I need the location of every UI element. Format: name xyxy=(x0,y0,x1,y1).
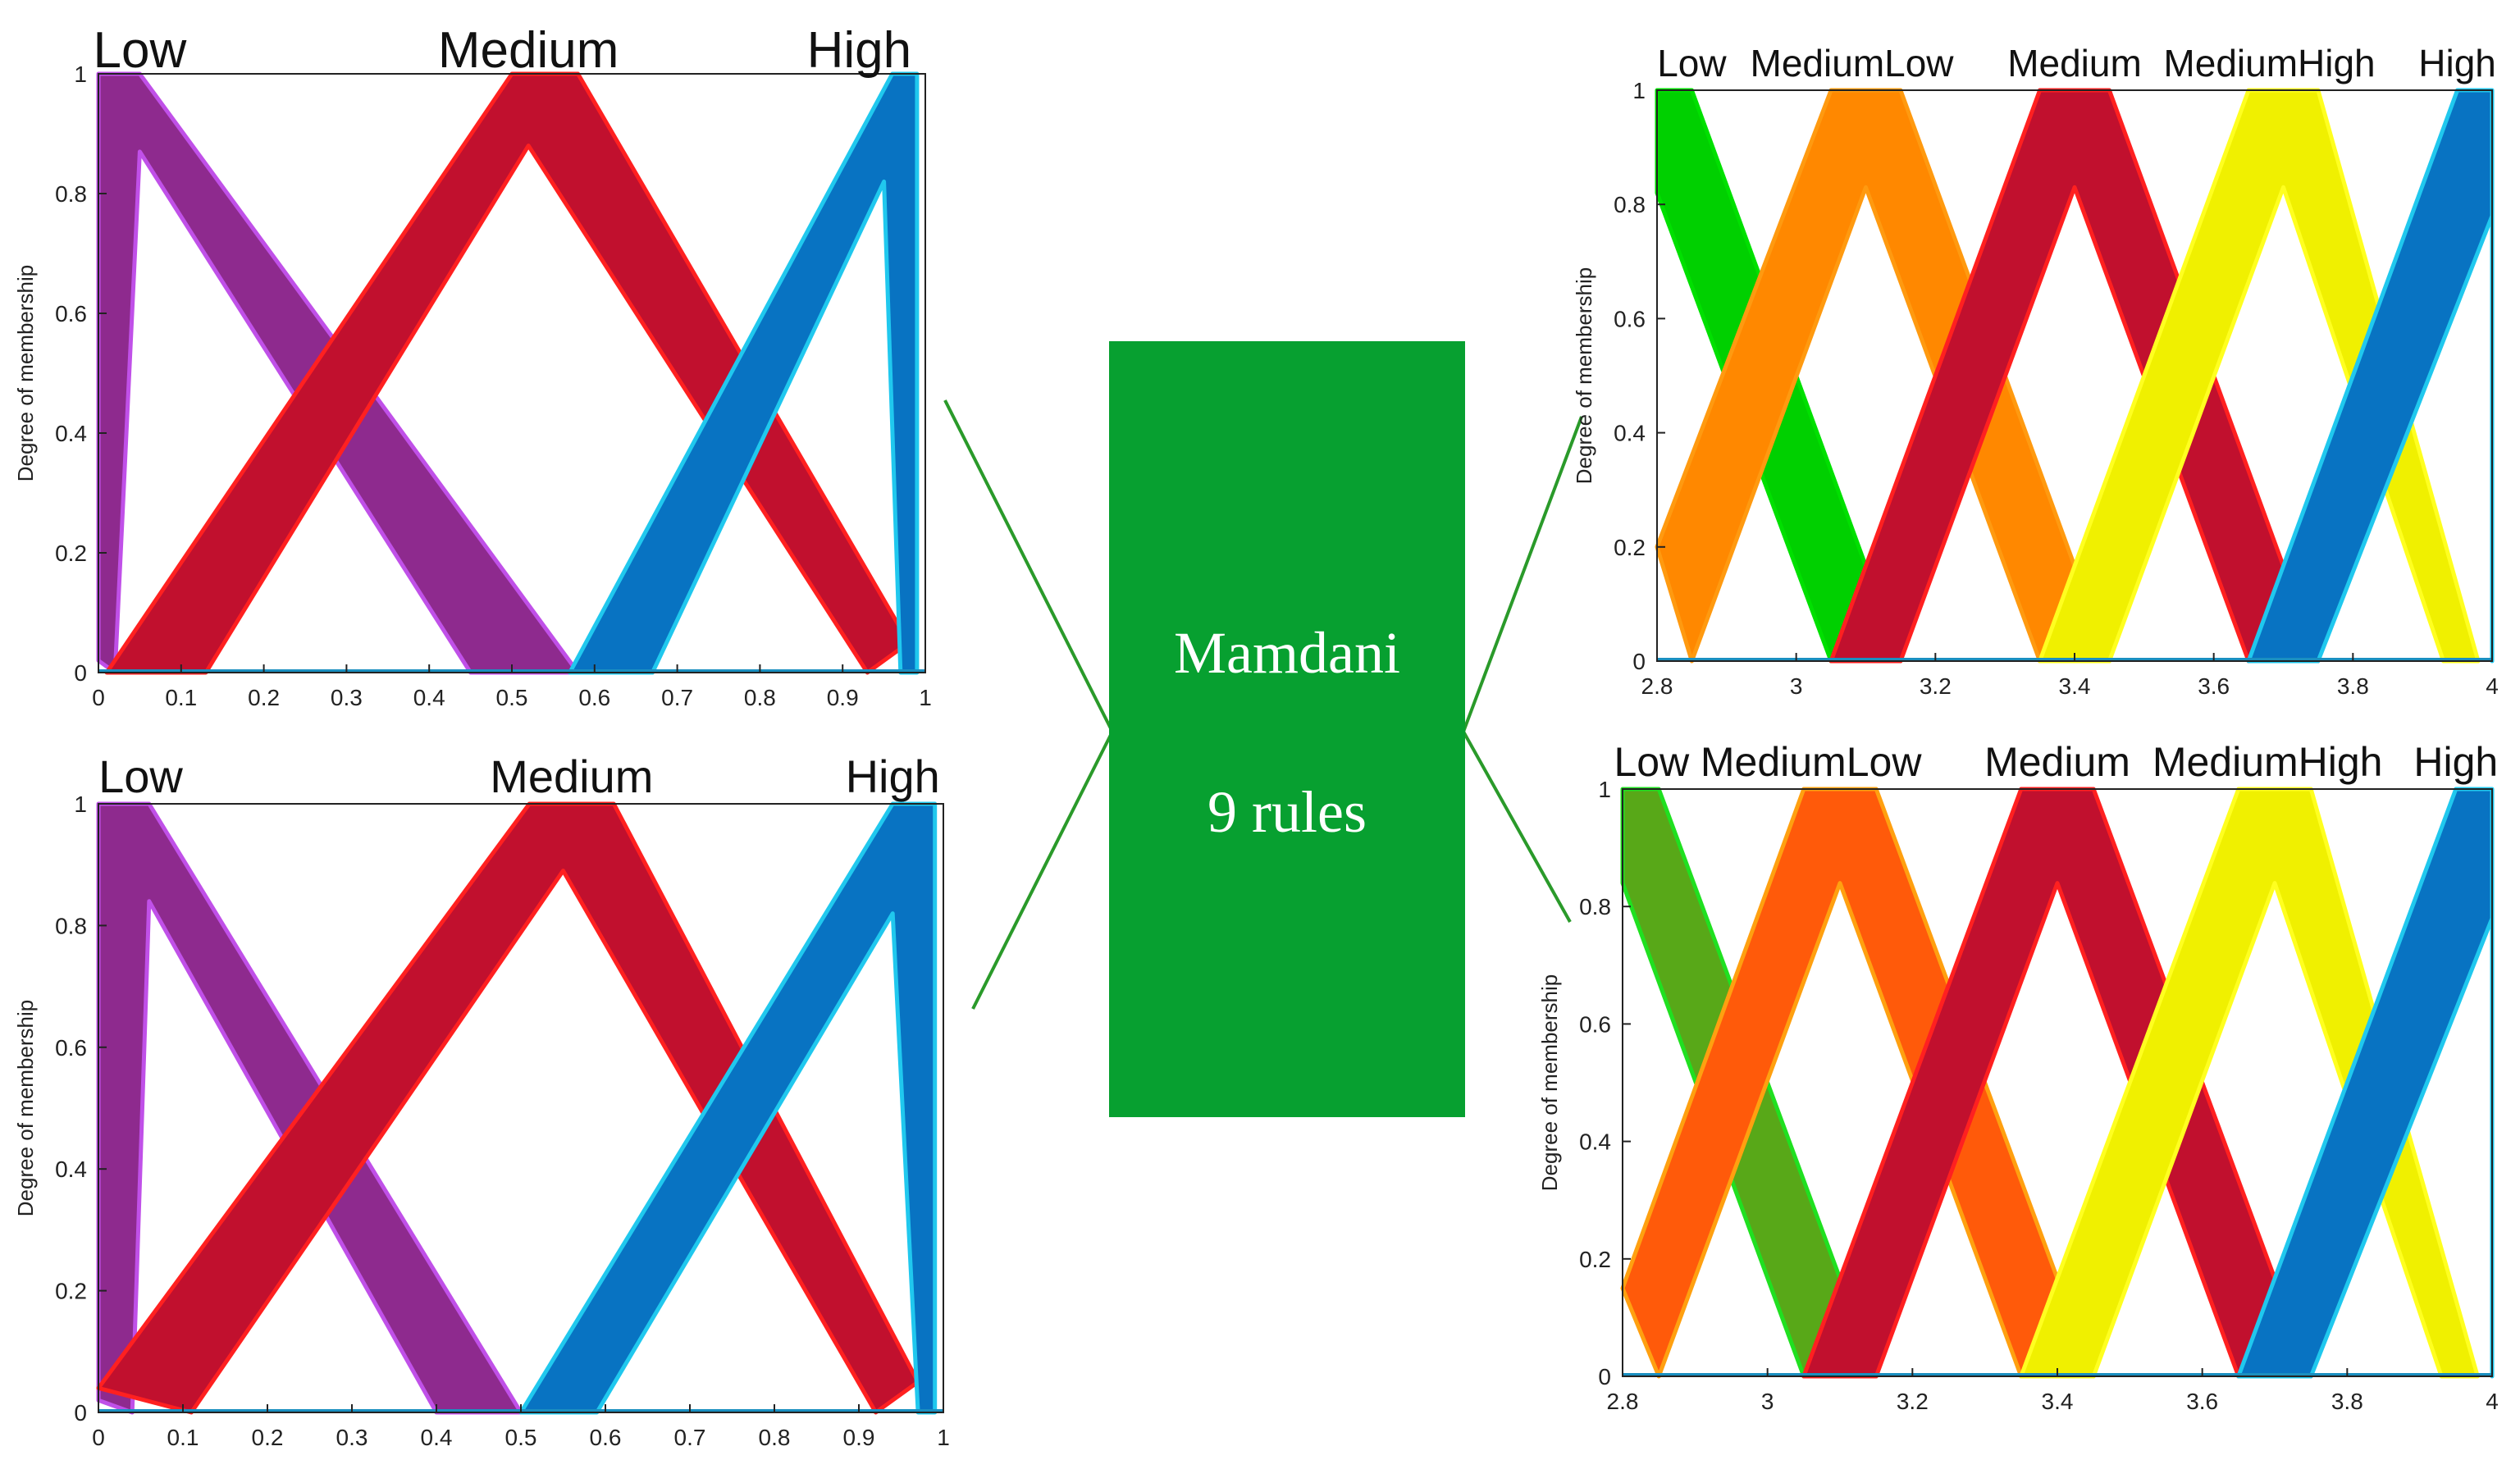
y-tick-label: 1 xyxy=(74,792,87,817)
y-tick-label: 0.6 xyxy=(1579,1011,1611,1037)
x-tick-label: 0.5 xyxy=(496,685,528,710)
series-label-mediumhigh: MediumHigh xyxy=(2163,42,2375,84)
x-tick-label: 0.2 xyxy=(252,1425,284,1450)
x-tick-label: 3.2 xyxy=(1920,673,1952,699)
x-tick-label: 3 xyxy=(1790,673,1803,699)
x-tick-label: 0.1 xyxy=(167,1425,199,1450)
y-tick-label: 0.8 xyxy=(55,181,87,207)
y-tick-label: 0.2 xyxy=(55,541,87,566)
x-tick-label: 0.4 xyxy=(421,1425,453,1450)
chart-top-left: 0 0.1 0.2 0.3 0.4 0.5 0.6 0.7 0.8 0.9 1 0 0.2 0.4 0.6 0… xyxy=(13,22,932,710)
connector-line xyxy=(1462,731,1572,923)
y-tick-label: 0.6 xyxy=(1614,306,1646,331)
series-label-mediumlow: MediumLow xyxy=(1701,739,1922,785)
series-label-medium: Medium xyxy=(490,751,653,802)
connector-line xyxy=(943,399,1114,732)
series-label-medium: Medium xyxy=(1984,739,2130,785)
y-tick-label: 1 xyxy=(1632,78,1646,103)
x-tick-label: 0 xyxy=(92,685,105,710)
y-axis-label: Degree of membership xyxy=(1537,974,1562,1191)
y-tick-label: 0.4 xyxy=(55,1157,87,1182)
mamdani-box xyxy=(1109,341,1465,1117)
y-tick-label: 0.6 xyxy=(55,1035,87,1061)
x-tick-label: 1 xyxy=(919,685,932,710)
y-tick-label: 0.2 xyxy=(1579,1247,1611,1272)
x-tick-label: 0.4 xyxy=(413,685,445,710)
y-tick-label: 0.4 xyxy=(55,421,87,446)
series-label-mediumhigh: MediumHigh xyxy=(2152,739,2383,785)
y-tick-label: 1 xyxy=(1598,777,1611,802)
y-tick-label: 0 xyxy=(74,660,87,686)
y-tick-label: 0 xyxy=(74,1400,87,1426)
y-tick-label: 0.6 xyxy=(55,301,87,326)
x-tick-label: 4 xyxy=(2486,673,2499,699)
x-tick-label: 3.4 xyxy=(2059,673,2091,699)
x-tick-label: 3 xyxy=(1761,1389,1774,1414)
x-tick-label: 3.6 xyxy=(2186,1389,2218,1414)
x-tick-label: 3.8 xyxy=(2337,673,2369,699)
x-tick-label: 0.9 xyxy=(843,1425,875,1450)
series-label-medium: Medium xyxy=(438,22,619,79)
y-tick-label: 0.8 xyxy=(1614,192,1646,217)
series-label-high: High xyxy=(2418,42,2496,84)
x-tick-label: 0.2 xyxy=(248,685,280,710)
x-tick-label: 0.6 xyxy=(578,685,610,710)
x-tick-label: 1 xyxy=(937,1425,950,1450)
x-tick-label: 0.9 xyxy=(827,685,859,710)
y-tick-label: 0.2 xyxy=(55,1279,87,1304)
series-label-low: Low xyxy=(1657,42,1727,84)
y-tick-label: 0.2 xyxy=(1614,535,1646,560)
y-tick-label: 0 xyxy=(1632,649,1646,674)
series-label-low: Low xyxy=(98,751,183,802)
x-tick-label: 0.7 xyxy=(661,685,693,710)
mamdani-title: Mamdani xyxy=(1174,620,1400,686)
x-tick-label: 2.8 xyxy=(1641,673,1673,699)
x-tick-label: 0 xyxy=(92,1425,105,1450)
chart-bottom-left: 0 0.1 0.2 0.3 0.4 0.5 0.6 0.7 0.8 0.9 1 0 0.2 0.4 0.6 0… xyxy=(13,751,950,1450)
y-tick-label: 0.8 xyxy=(1579,894,1611,919)
x-tick-label: 0.7 xyxy=(674,1425,706,1450)
connector-line xyxy=(971,731,1114,1010)
x-tick-label: 4 xyxy=(2486,1389,2499,1414)
y-axis-label: Degree of membership xyxy=(1572,267,1596,484)
x-tick-label: 3.4 xyxy=(2042,1389,2074,1414)
x-tick-label: 3.6 xyxy=(2198,673,2230,699)
x-tick-label: 3.2 xyxy=(1897,1389,1929,1414)
y-tick-label: 1 xyxy=(74,62,87,87)
x-tick-label: 0.3 xyxy=(336,1425,368,1450)
x-tick-label: 0.8 xyxy=(744,685,776,710)
x-tick-label: 2.8 xyxy=(1607,1389,1639,1414)
series-label-mediumlow: MediumLow xyxy=(1751,42,1955,84)
connector-lines xyxy=(943,399,1583,1010)
series-label-low: Low xyxy=(94,22,187,79)
series-label-low: Low xyxy=(1614,739,1690,785)
y-tick-label: 0 xyxy=(1598,1364,1611,1389)
x-tick-label: 0.3 xyxy=(331,685,363,710)
y-axis-label: Degree of membership xyxy=(13,265,38,481)
y-tick-label: 0.4 xyxy=(1579,1129,1611,1155)
x-tick-label: 0.6 xyxy=(590,1425,622,1450)
x-tick-label: 3.8 xyxy=(2331,1389,2363,1414)
series-label-high: High xyxy=(846,751,940,802)
y-axis-label: Degree of membership xyxy=(13,1000,38,1216)
rules-count: 9 rules xyxy=(1208,779,1367,845)
connector-line xyxy=(1462,416,1583,732)
series-label-high: High xyxy=(807,22,912,79)
x-tick-label: 0.5 xyxy=(505,1425,537,1450)
y-tick-label: 0.4 xyxy=(1614,421,1646,446)
series-label-high: High xyxy=(2413,739,2498,785)
y-tick-label: 0.8 xyxy=(55,913,87,938)
x-tick-label: 0.1 xyxy=(165,685,197,710)
x-tick-label: 0.8 xyxy=(759,1425,791,1450)
series-label-medium: Medium xyxy=(2007,42,2142,84)
